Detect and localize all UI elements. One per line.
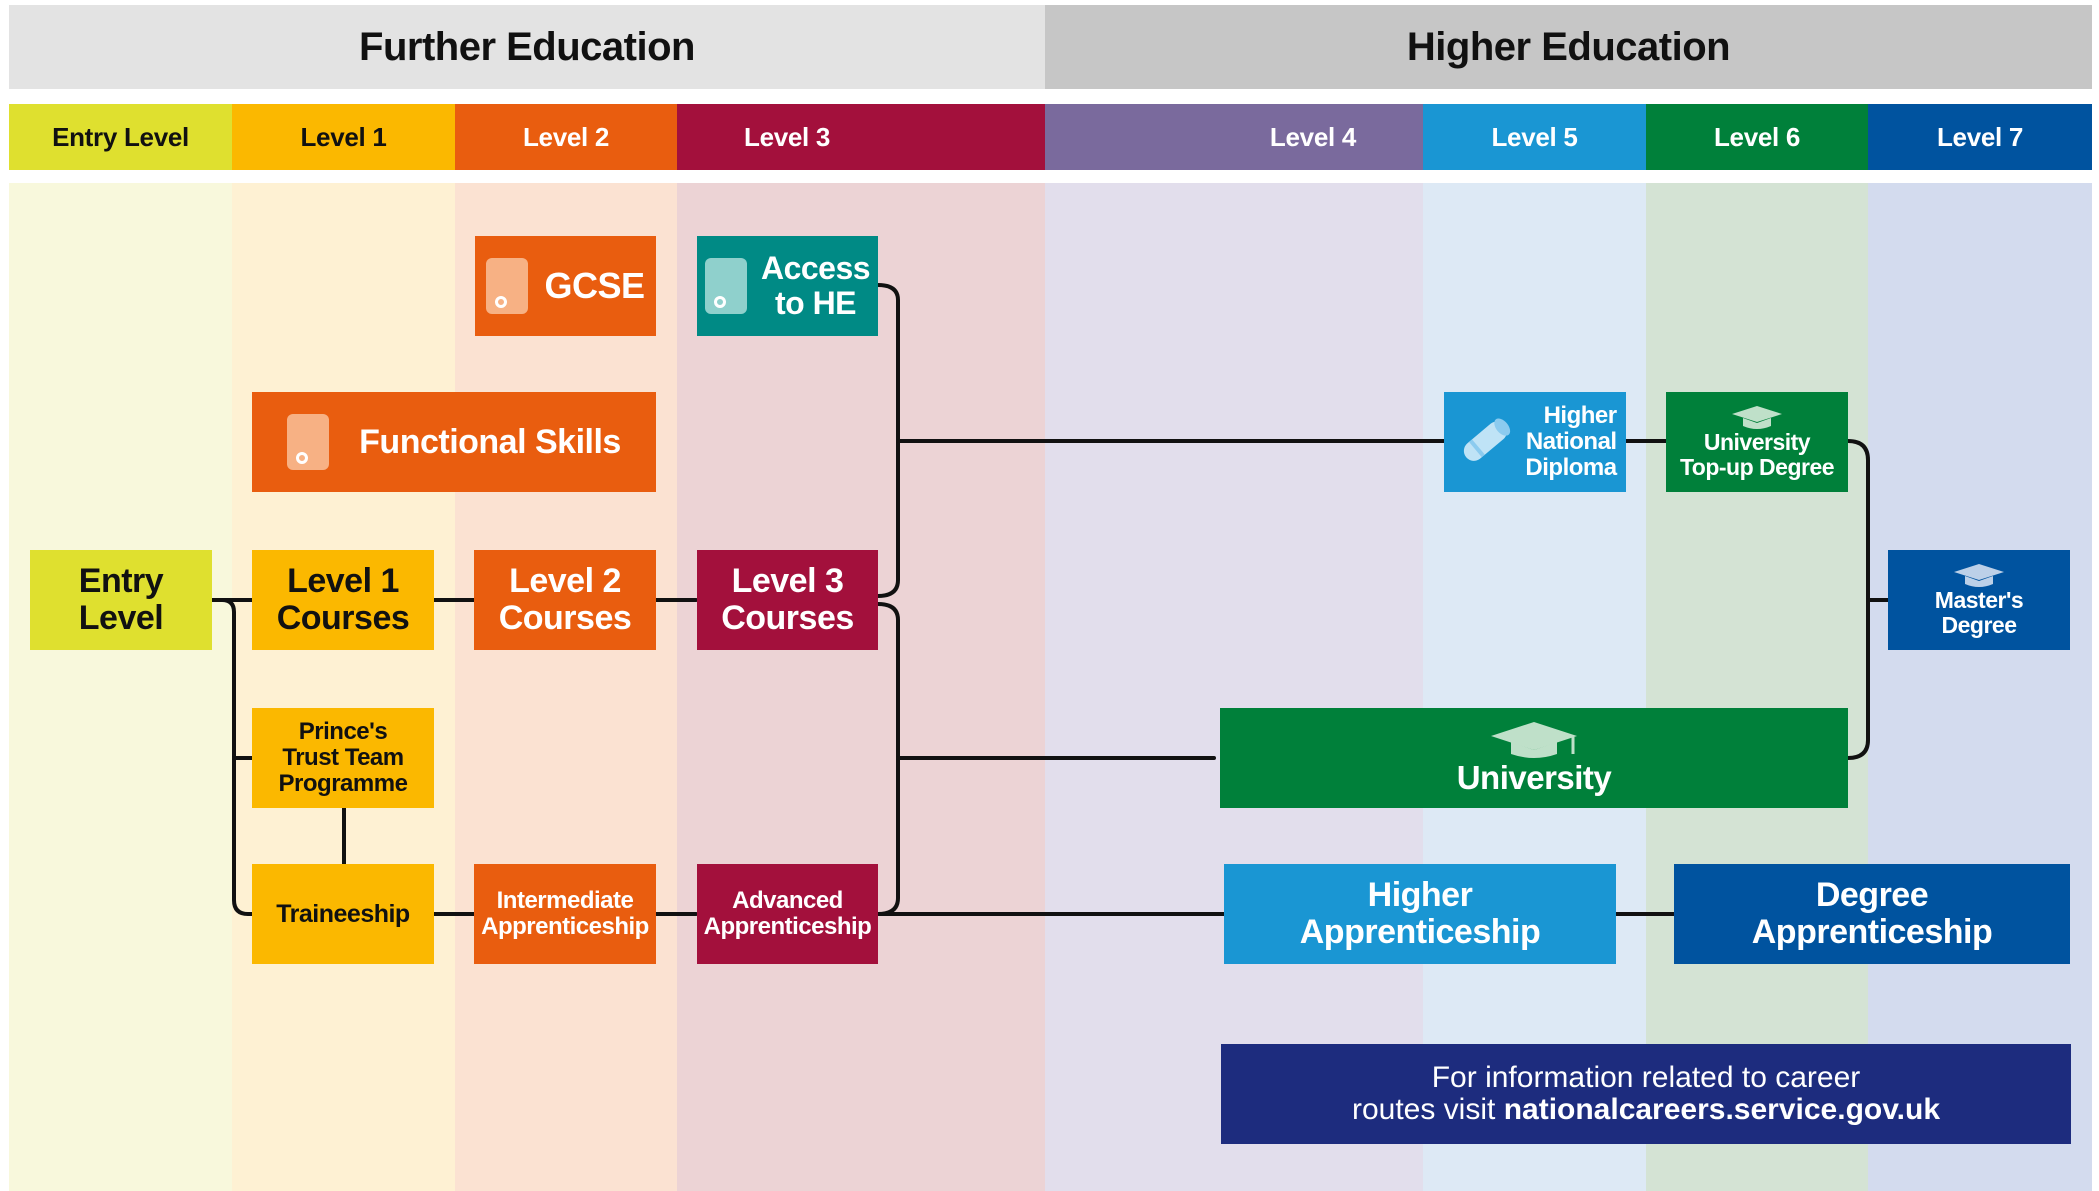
level1-courses-box[interactable]: Level 1 Courses bbox=[252, 550, 434, 650]
university-topup-label: University Top-up Degree bbox=[1679, 429, 1835, 480]
traineeship-box[interactable]: Traineeship bbox=[252, 864, 434, 964]
entry-level-label: Entry Level bbox=[78, 562, 164, 637]
level-header-5: Level 5 bbox=[1423, 104, 1646, 170]
higher-education-title: Higher Education bbox=[1406, 24, 1731, 69]
column-bg-3 bbox=[677, 183, 1045, 1191]
traineeship-label: Traineeship bbox=[276, 899, 410, 928]
column-bg-1 bbox=[232, 183, 455, 1191]
access-to-he-box[interactable]: Access to HE bbox=[697, 236, 878, 336]
further-education-header: Further Education bbox=[9, 5, 1045, 89]
career-info-link[interactable]: nationalcareers.service.gov.uk bbox=[1503, 1093, 1941, 1126]
level-header-label: Entry Level bbox=[52, 121, 189, 152]
advanced-apprenticeship-box[interactable]: Advanced Apprenticeship bbox=[697, 864, 878, 964]
graduation-cap-icon bbox=[1491, 722, 1577, 759]
further-education-title: Further Education bbox=[359, 24, 695, 69]
column-bg-7 bbox=[1868, 183, 2092, 1191]
higher-education-header: Higher Education bbox=[1045, 5, 2092, 89]
certificate-icon bbox=[704, 258, 747, 314]
university-topup-box[interactable]: University Top-up Degree bbox=[1666, 392, 1848, 492]
level-header-label: Level 4 bbox=[1269, 121, 1356, 152]
higher-national-diploma-label: Higher National Diploma bbox=[1525, 402, 1617, 481]
column-bg-2 bbox=[455, 183, 677, 1191]
level2-courses-box[interactable]: Level 2 Courses bbox=[474, 550, 656, 650]
princes-trust-label: Prince's Trust Team Programme bbox=[278, 718, 408, 797]
level-header-label: Level 3 bbox=[744, 121, 831, 152]
princes-trust-box[interactable]: Prince's Trust Team Programme bbox=[252, 708, 434, 808]
higher-apprenticeship-box[interactable]: Higher Apprenticeship bbox=[1224, 864, 1616, 964]
gcse-label: GCSE bbox=[544, 264, 645, 306]
column-bg-4 bbox=[1045, 183, 1423, 1191]
higher-apprenticeship-label: Higher Apprenticeship bbox=[1299, 876, 1541, 951]
degree-apprenticeship-box[interactable]: Degree Apprenticeship bbox=[1674, 864, 2070, 964]
column-bg-6 bbox=[1646, 183, 1868, 1191]
certificate-icon bbox=[486, 258, 529, 314]
scroll-diploma-icon bbox=[1464, 418, 1511, 461]
graduation-cap-icon bbox=[1954, 564, 2004, 588]
level-header-7: Level 7 bbox=[1868, 104, 2092, 170]
graduation-cap-icon bbox=[1732, 406, 1782, 430]
intermediate-apprenticeship-label: Intermediate Apprenticeship bbox=[481, 887, 649, 940]
masters-degree-box[interactable]: Master's Degree bbox=[1888, 550, 2070, 650]
level-header-label: Level 6 bbox=[1713, 121, 1801, 152]
level3-courses-box[interactable]: Level 3 Courses bbox=[697, 550, 878, 650]
career-info-box: For information related to career routes… bbox=[1221, 1044, 2071, 1144]
connector-access-bracket bbox=[876, 283, 900, 598]
level-header-1: Level 1 bbox=[232, 104, 455, 170]
functional-skills-label: Functional Skills bbox=[359, 422, 621, 461]
certificate-icon bbox=[287, 414, 330, 470]
higher-national-diploma-box[interactable]: Higher National Diploma bbox=[1444, 392, 1626, 492]
career-info-line1: For information related to career bbox=[1431, 1060, 1861, 1094]
intermediate-apprenticeship-box[interactable]: Intermediate Apprenticeship bbox=[474, 864, 656, 964]
column-bg-5 bbox=[1423, 183, 1646, 1191]
level-header-4: Level 4 bbox=[1045, 104, 1423, 170]
functional-skills-box[interactable]: Functional Skills bbox=[252, 392, 656, 492]
level-header-6: Level 6 bbox=[1646, 104, 1868, 170]
university-label: University bbox=[1456, 759, 1612, 797]
level-header-entry: Entry Level bbox=[9, 104, 232, 170]
level2-courses-label: Level 2 Courses bbox=[498, 562, 632, 637]
level1-courses-label: Level 1 Courses bbox=[276, 562, 410, 637]
entry-level-box[interactable]: Entry Level bbox=[30, 550, 212, 650]
career-info-prefix: routes visit bbox=[1351, 1093, 1504, 1126]
university-box[interactable]: University bbox=[1220, 708, 1848, 808]
level-header-3: Level 3 bbox=[677, 104, 1045, 170]
degree-apprenticeship-label: Degree Apprenticeship bbox=[1751, 876, 1993, 951]
connector-masters-bracket bbox=[1846, 439, 1870, 760]
level-header-label: Level 5 bbox=[1491, 121, 1578, 152]
level-header-label: Level 7 bbox=[1936, 121, 2024, 152]
level-header-label: Level 2 bbox=[522, 121, 610, 152]
career-info-line2: routes visit nationalcareers.service.gov… bbox=[1351, 1093, 1941, 1126]
advanced-apprenticeship-label: Advanced Apprenticeship bbox=[703, 887, 872, 940]
access-to-he-label: Access to HE bbox=[760, 250, 871, 321]
level3-courses-label: Level 3 Courses bbox=[721, 562, 854, 637]
connector-l3-bracket bbox=[876, 602, 900, 916]
gcse-box[interactable]: GCSE bbox=[475, 236, 656, 336]
level-header-2: Level 2 bbox=[455, 104, 677, 170]
level-header-label: Level 1 bbox=[300, 121, 387, 152]
column-bg-entry bbox=[9, 183, 232, 1191]
masters-degree-label: Master's Degree bbox=[1934, 587, 2024, 638]
